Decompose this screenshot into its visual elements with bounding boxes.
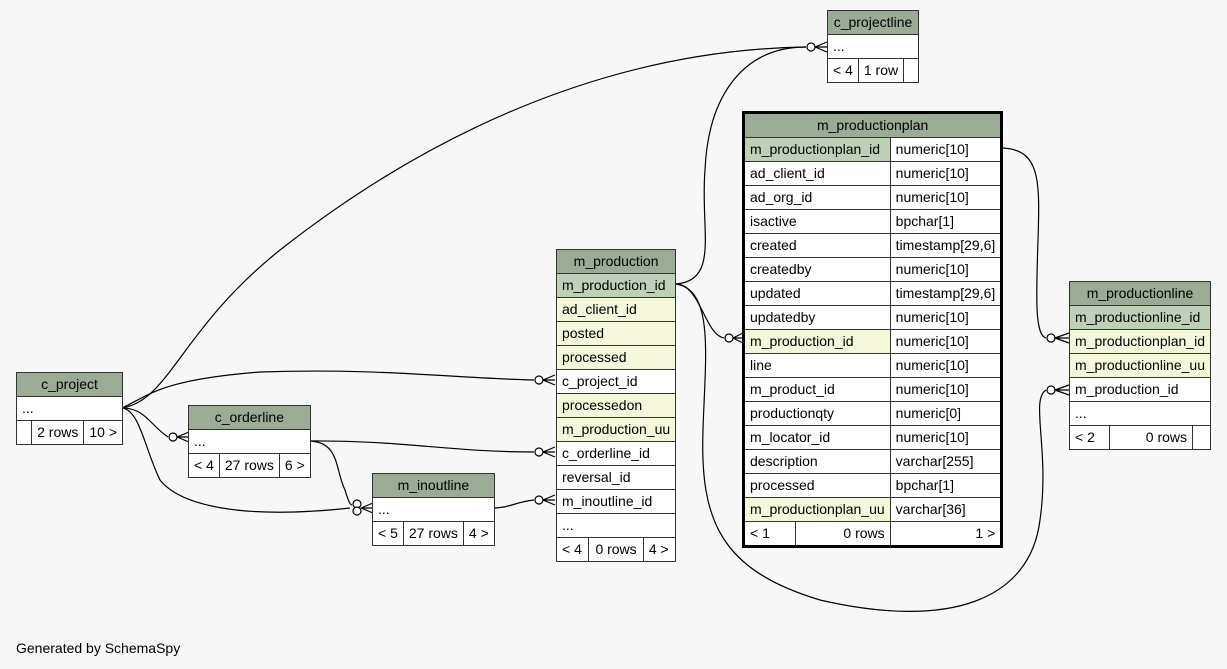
column-row: m_production_uu [555,417,677,442]
column-type: numeric[10] [889,305,1003,330]
column-name: productionqty [743,401,891,426]
edge-m-production-m-productionplan [675,283,725,339]
row-count: 0 rows [1109,425,1193,450]
column-row: ad_client_id [555,297,677,322]
column-name: m_product_id [743,377,891,402]
column-name: ad_client_id [743,161,891,186]
parents-count[interactable]: < 4 [827,58,859,83]
column-type: numeric[10] [889,257,1003,282]
column-type: numeric[10] [889,185,1003,210]
column-type: numeric[0] [889,401,1003,426]
column-type: bpchar[1] [889,209,1003,234]
column-row: ... [372,497,495,522]
children-count[interactable]: 1 > [889,521,1003,547]
edge-m-inoutline-m-production [491,499,535,509]
row-count: 0 rows [588,537,644,562]
column-type: numeric[10] [889,425,1003,450]
table-c-orderline[interactable]: c_orderline ... < 4 27 rows 6 > [188,405,311,478]
column-row: reversal_id [555,465,677,490]
children-count[interactable]: 4 > [642,537,677,562]
column-name: description [743,449,891,474]
generated-by-label: Generated by SchemaSpy [16,640,181,656]
table-title[interactable]: m_inoutline [372,473,495,498]
children-count[interactable]: 4 > [462,521,495,546]
column-row: posted [555,321,677,346]
column-row: ... [16,396,123,421]
row-count: 0 rows [795,521,891,547]
column-name: ad_org_id [743,185,891,210]
parents-count[interactable]: < 1 [743,521,796,547]
edge-c-project-c-projectline [121,46,807,409]
column-row: m_productionplan_id [1069,329,1211,354]
column-type: varchar[36] [889,497,1003,522]
parents-count[interactable] [15,420,33,445]
edge-c-project-m-production [121,370,535,409]
column-type: numeric[10] [889,329,1003,354]
column-type: bpchar[1] [889,473,1003,498]
table-m-production[interactable]: m_production m_production_id ad_client_i… [555,249,677,562]
column-name: m_productionplan_uu [743,497,891,522]
column-row: m_productionline_uu [1069,353,1211,378]
table-c-project[interactable]: c_project ... 2 rows 10 > [15,372,123,445]
table-title[interactable]: c_orderline [188,405,311,430]
table-title[interactable]: m_production [555,249,677,274]
table-m-inoutline[interactable]: m_inoutline ... < 5 27 rows 4 > [372,473,495,546]
children-count[interactable]: 6 > [278,453,311,478]
children-count[interactable] [903,58,919,83]
edge-c-project-c-orderline [121,407,169,438]
column-row: m_inoutline_id [555,489,677,514]
column-row: processedon [555,393,677,418]
column-row: ... [1069,401,1211,426]
table-title[interactable]: c_projectline [827,10,919,35]
parents-count[interactable]: < 4 [555,537,590,562]
column-name: isactive [743,209,891,234]
table-title[interactable]: m_productionline [1069,281,1211,306]
edge-c-orderline-m-production [307,440,535,453]
column-type: timestamp[29,6] [889,281,1003,306]
column-name: line [743,353,891,378]
row-count: 1 row [857,58,905,83]
column-name: m_production_id [743,329,891,354]
table-c-projectline[interactable]: c_projectline ... < 4 1 row [827,10,919,83]
row-count: 27 rows [402,521,464,546]
column-type: timestamp[29,6] [889,233,1003,258]
column-name: processed [743,473,891,498]
column-row: processed [555,345,677,370]
edge-c-orderline-m-inoutline [307,440,353,506]
column-type: numeric[10] [889,161,1003,186]
column-name: m_locator_id [743,425,891,450]
column-name: created [743,233,891,258]
column-row: ... [555,513,677,538]
column-row: ... [188,429,311,454]
column-row: c_project_id [555,369,677,394]
column-row: m_productionline_id [1069,305,1211,330]
column-row: m_production_id [1069,377,1211,402]
parents-count[interactable]: < 2 [1069,425,1110,450]
column-row: ... [827,34,919,59]
children-count[interactable]: 10 > [83,420,123,445]
table-m-productionline[interactable]: m_productionline m_productionline_id m_p… [1069,281,1211,450]
column-name: updated [743,281,891,306]
table-title[interactable]: c_project [16,372,123,397]
edge-m-productionplan-m-productionline [1002,147,1047,339]
row-count: 27 rows [218,453,280,478]
column-row: c_orderline_id [555,441,677,466]
column-type: numeric[10] [889,353,1003,378]
column-type: numeric[10] [889,137,1003,162]
table-title[interactable]: m_productionplan [742,112,1003,138]
parents-count[interactable]: < 5 [372,521,404,546]
column-name: createdby [743,257,891,282]
column-row: m_production_id [555,273,677,298]
parents-count[interactable]: < 4 [188,453,220,478]
column-name: m_productionplan_id [743,137,891,162]
column-type: varchar[255] [889,449,1003,474]
column-name: updatedby [743,305,891,330]
row-count: 2 rows [31,420,85,445]
children-count[interactable] [1192,425,1211,450]
column-type: numeric[10] [889,377,1003,402]
